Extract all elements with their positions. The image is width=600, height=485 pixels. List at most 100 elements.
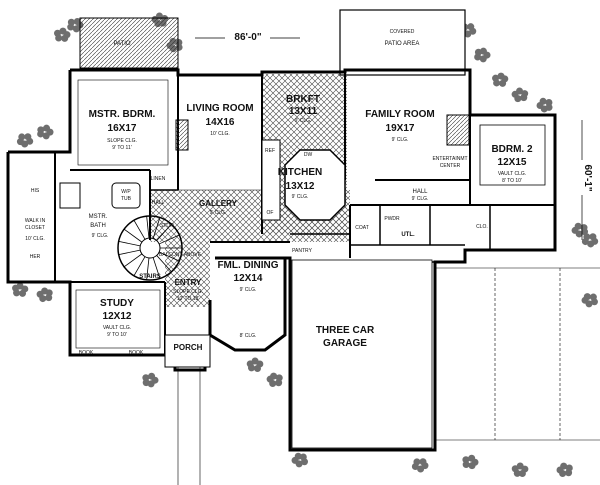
shrub [499, 79, 507, 87]
family-room-size: 19X17 [386, 123, 415, 134]
entertainment-2: CENTER [440, 163, 461, 169]
her-label: HER [30, 254, 41, 260]
mstr-bath-label-1: MSTR. [89, 214, 108, 220]
living-room-note: 10' CLG. [210, 131, 230, 137]
study-size: 12X12 [103, 311, 132, 322]
shrub [41, 287, 49, 295]
shrub [583, 233, 591, 241]
shrub [73, 17, 81, 25]
shrub [591, 237, 599, 245]
shrub [417, 465, 425, 473]
study-note-2: 9' TO 10' [107, 332, 127, 338]
shrub [21, 140, 29, 148]
shrub [479, 55, 487, 63]
shrub [539, 97, 547, 105]
kitchen-note: 9' CLG. [292, 194, 309, 200]
garage-label-1: THREE CAR [316, 325, 375, 336]
shrub [590, 298, 598, 306]
shrub [42, 132, 50, 140]
stairs-label: STAIRS [139, 274, 161, 280]
stair-tread [118, 240, 141, 247]
shrub [581, 296, 589, 304]
fml-dining-size: 12X14 [234, 273, 263, 284]
shrub [253, 364, 261, 372]
wp-tub-1: W/P [121, 189, 131, 195]
mstr-bdrm-note-2: 9' TO 11' [112, 145, 131, 151]
walkway [177, 367, 201, 485]
stor-label: STOR [160, 223, 174, 229]
shrub [545, 103, 553, 111]
covered-patio-label-1: COVERED [390, 29, 415, 35]
shrub [37, 130, 45, 138]
brkft-name: BRKFT [286, 94, 320, 105]
bdrm2-note-2: 8' TO 10' [502, 178, 522, 184]
stair-tread [123, 253, 143, 268]
shrub [580, 224, 588, 232]
shrub [12, 284, 20, 292]
kitchen-name: KITCHEN [278, 167, 322, 178]
shrub [565, 469, 573, 477]
shrub [266, 375, 274, 383]
shrub [19, 289, 27, 297]
shrub [147, 380, 155, 388]
of-label: OF [267, 210, 274, 216]
spiral-stair [117, 215, 183, 281]
shrub [559, 470, 567, 478]
living-room-size: 14X16 [206, 117, 235, 128]
mstr-bdrm-slope-box [77, 79, 169, 166]
book-right: BOOK [129, 350, 144, 356]
his-label: HIS [31, 188, 40, 194]
covered-patio-label-2: PATIO AREA [385, 41, 420, 47]
driveway [435, 267, 600, 441]
study-name: STUDY [100, 298, 134, 309]
shrub [247, 364, 255, 372]
powder-label: PWDR [384, 216, 400, 222]
utility-label: UTL. [401, 232, 415, 238]
stair-tread [158, 234, 180, 245]
overall-width: 86'-0" [234, 32, 261, 43]
shrub [419, 458, 427, 466]
study-vault-box [75, 289, 161, 349]
kitchen-size: 13X12 [286, 181, 315, 192]
shrub [518, 470, 526, 478]
walkin-label-1: WALK IN [25, 218, 46, 224]
stair-tread [123, 228, 143, 243]
tub [111, 182, 141, 209]
shrub [471, 458, 479, 466]
entry-note-2: 10' TO 18' [177, 296, 200, 302]
study-note-1: VAULT CLG. [103, 325, 131, 331]
stair-tread [133, 256, 146, 276]
pantry-label: PANTRY [292, 248, 312, 254]
bay-ceiling-label: 8' CLG. [240, 333, 257, 339]
family-room-note: 9' CLG. [392, 137, 409, 143]
shrub [413, 458, 421, 466]
balcony-label: BALCONY ABOVE [159, 252, 202, 258]
porch-label: PORCH [174, 343, 203, 352]
bdrm2-size: 12X15 [498, 157, 527, 168]
shrub [18, 133, 26, 141]
wc-ceiling-label: 10' CLG. [25, 236, 45, 242]
coat-label: COAT [355, 225, 369, 231]
mstr-bdrm-note-1: SLOPE CLG. [107, 138, 137, 144]
patio-slab [79, 17, 179, 69]
garage-label-2: GARAGE [323, 338, 367, 349]
mstr-bdrm-name: MSTR. BDRM. [89, 109, 156, 120]
dw-label: DW [304, 152, 313, 158]
hall-left: HALL [152, 200, 165, 206]
stair-tread [156, 255, 172, 273]
bdrm2-vault-box [479, 124, 546, 186]
entry-note-1: SLOPE CLG. [173, 289, 203, 295]
shrub [521, 90, 529, 98]
bath-ceiling-label: 9' CLG. [92, 233, 109, 239]
shrub [72, 25, 80, 33]
brkft-note: 9' CLG. [295, 118, 312, 124]
entertainment-1: ENTERTAINMT [432, 156, 467, 162]
bdrm2-note-1: VAULT CLG. [498, 171, 526, 177]
covered-patio-slab [339, 9, 466, 76]
dimension-lines [195, 37, 583, 240]
mstr-bath-label-2: BATH [90, 223, 106, 229]
shrub [45, 294, 53, 302]
stair-tread [152, 257, 161, 279]
living-fireplace [175, 119, 189, 151]
